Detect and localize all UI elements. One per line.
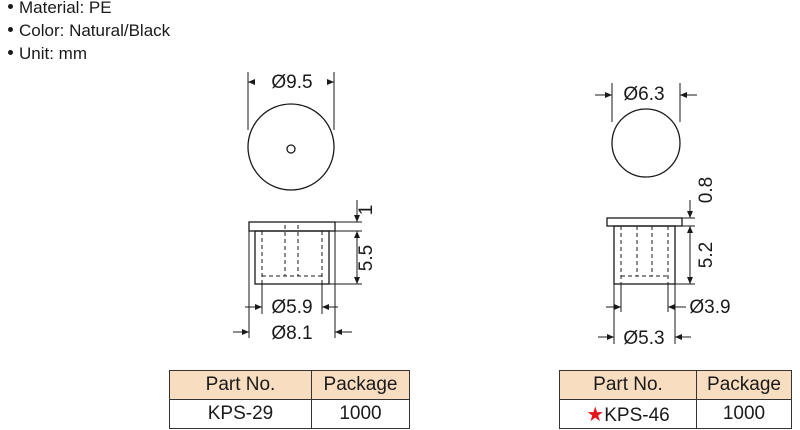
spec-list: Material: PE Color: Natural/Black Unit: … (6, 0, 170, 65)
right-height-top-label: 0.8 (696, 177, 717, 203)
right-height-body-label: 5.2 (696, 242, 717, 268)
bullet-icon (8, 27, 13, 33)
right-top-view-circle (611, 108, 681, 178)
table-header-row: Part No. Package (559, 370, 792, 400)
left-part-table: Part No. Package KPS-29 1000 (169, 370, 410, 429)
left-top-diameter-label: Ø9.5 (271, 72, 312, 93)
table-row: ★KPS-46 1000 (559, 399, 792, 429)
table-row: KPS-29 1000 (169, 399, 410, 429)
package-cell: 1000 (696, 399, 792, 429)
part-number-cell: KPS-29 (169, 399, 312, 429)
header-package: Package (311, 370, 410, 400)
right-part-drawing (595, 83, 697, 344)
header-package: Package (696, 370, 792, 400)
left-part-drawing (233, 72, 362, 338)
spec-color: Color: Natural/Black (6, 19, 170, 42)
left-height-top-label: 1 (356, 205, 377, 216)
left-top-view-circle (247, 103, 335, 191)
left-outer-diameter-label: Ø8.1 (271, 323, 312, 344)
spec-unit: Unit: mm (6, 42, 170, 65)
left-inner-diameter-label: Ø5.9 (271, 297, 312, 318)
right-inner-diameter-label: Ø3.9 (689, 297, 730, 318)
star-icon: ★ (586, 403, 605, 426)
header-part-no: Part No. (559, 370, 697, 400)
left-flange (248, 221, 336, 232)
right-part-table: Part No. Package ★KPS-46 1000 (559, 370, 792, 429)
header-part-no: Part No. (169, 370, 312, 400)
left-height-body-label: 5.5 (356, 245, 377, 271)
right-top-diameter-label: Ø6.3 (623, 84, 664, 105)
right-outer-diameter-label: Ø5.3 (623, 328, 664, 349)
bullet-icon (8, 4, 13, 10)
package-cell: 1000 (311, 399, 410, 429)
table-header-row: Part No. Package (169, 370, 410, 400)
left-center-hole (286, 144, 296, 154)
part-number-cell: ★KPS-46 (559, 399, 697, 429)
right-body (613, 225, 676, 285)
left-body (254, 230, 330, 285)
bullet-icon (8, 50, 13, 56)
spec-material: Material: PE (6, 0, 170, 19)
right-flange (606, 217, 683, 227)
